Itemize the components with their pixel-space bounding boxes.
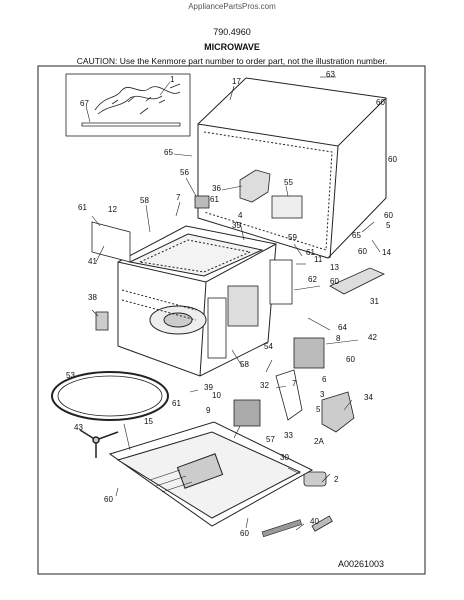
part-label: 60	[346, 355, 355, 364]
diagram-code: A00261003	[338, 559, 385, 569]
part-label: 1	[170, 75, 175, 84]
part-label: 5	[386, 221, 391, 230]
part-label: 31	[370, 297, 379, 306]
part-label: 65	[352, 231, 361, 240]
part-label: 39	[204, 383, 213, 392]
diagram-frame	[37, 65, 426, 575]
part-label: 15	[144, 417, 153, 426]
part-label: 34	[364, 393, 373, 402]
bar-40	[261, 519, 302, 538]
part-label: 7	[292, 379, 297, 388]
part-label: 6	[322, 375, 327, 384]
part-label: 2	[334, 475, 339, 484]
part-label: 43	[74, 423, 83, 432]
part-label: 64	[338, 323, 347, 332]
part-label: 54	[264, 342, 273, 351]
turntable-ring	[51, 371, 169, 421]
wire-harness-inset	[65, 73, 191, 137]
part-label: 30	[280, 453, 289, 462]
part-label: 32	[260, 381, 269, 390]
part-label: 60	[358, 247, 367, 256]
part-label: 59	[288, 233, 297, 242]
part-label: 60	[376, 98, 385, 107]
part-label: 9	[206, 406, 211, 415]
part-label: 65	[164, 148, 173, 157]
watermark: AppliancePartsPros.com	[188, 2, 276, 11]
part-label: 67	[80, 99, 89, 108]
part-label: 4	[238, 211, 243, 220]
part-label: 61	[172, 399, 181, 408]
part-label: 11	[314, 255, 323, 264]
caution-note: CAUTION: Use the Kenmore part number to …	[76, 56, 388, 66]
part-label: 5	[316, 405, 321, 414]
part-label: 36	[212, 184, 221, 193]
part-label: 58	[140, 196, 149, 205]
part-label: 53	[66, 371, 75, 380]
part-label: 38	[88, 293, 97, 302]
part-label: 56	[180, 168, 189, 177]
part-label: 60	[388, 155, 397, 164]
part-label: 35	[232, 221, 241, 230]
part-label: 2A	[314, 437, 324, 446]
part-label: 41	[88, 257, 97, 266]
part-label: 60	[384, 211, 393, 220]
turntable-coupler	[79, 429, 119, 458]
part-label: 14	[382, 248, 391, 257]
part-label: 40	[310, 517, 319, 526]
part-label: 7	[176, 193, 181, 202]
control-hardware	[91, 221, 385, 532]
part-label: 63	[326, 70, 335, 79]
part-label: 62	[308, 275, 317, 284]
base-plate	[108, 421, 314, 527]
part-label: 33	[284, 431, 293, 440]
part-label: 60	[330, 277, 339, 286]
part-label: 61	[78, 203, 87, 212]
part-label: 61	[210, 195, 219, 204]
part-label: 13	[330, 263, 339, 272]
duct-parts	[194, 169, 303, 219]
part-label: 42	[368, 333, 377, 342]
outer-cabinet-wrapper	[197, 77, 387, 259]
part-label: 61	[306, 248, 315, 257]
turntable-ring-inner	[57, 375, 163, 417]
part-label: 8	[336, 334, 341, 343]
diagram-title: MICROWAVE	[204, 42, 260, 52]
part-label: 55	[284, 178, 293, 187]
part-label: 12	[108, 205, 117, 214]
part-label: 58	[240, 360, 249, 369]
part-label: 60	[104, 495, 113, 504]
part-label: 17	[232, 77, 241, 86]
part-label: 3	[320, 390, 325, 399]
part-label: 57	[266, 435, 275, 444]
part-label: 60	[240, 529, 249, 538]
oven-cavity	[117, 225, 277, 377]
leader-lines	[85, 76, 381, 531]
part-label: 10	[212, 391, 221, 400]
model-number: 790.4960	[213, 27, 251, 37]
